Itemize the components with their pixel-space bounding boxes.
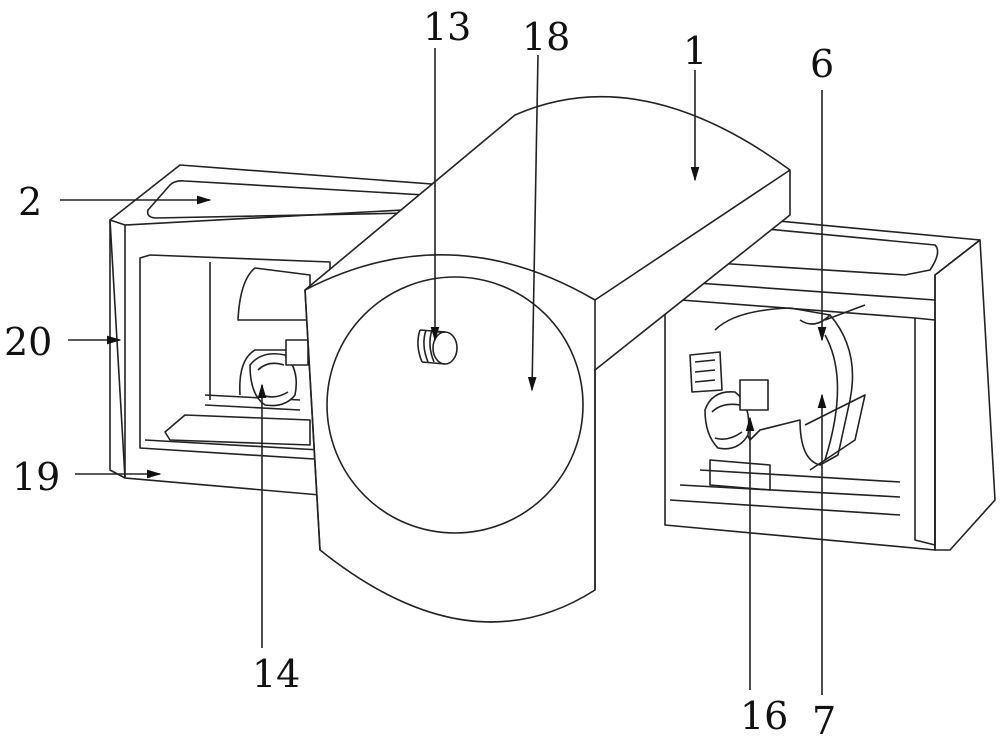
label-7: 7	[812, 702, 836, 740]
label-16: 16	[740, 697, 788, 735]
label-18: 18	[522, 18, 570, 56]
label-1: 1	[683, 32, 707, 70]
label-13: 13	[423, 8, 471, 46]
label-19: 19	[12, 458, 60, 496]
label-6: 6	[810, 45, 834, 83]
label-20: 20	[4, 323, 52, 361]
label-14: 14	[252, 655, 300, 693]
label-2: 2	[18, 183, 42, 221]
